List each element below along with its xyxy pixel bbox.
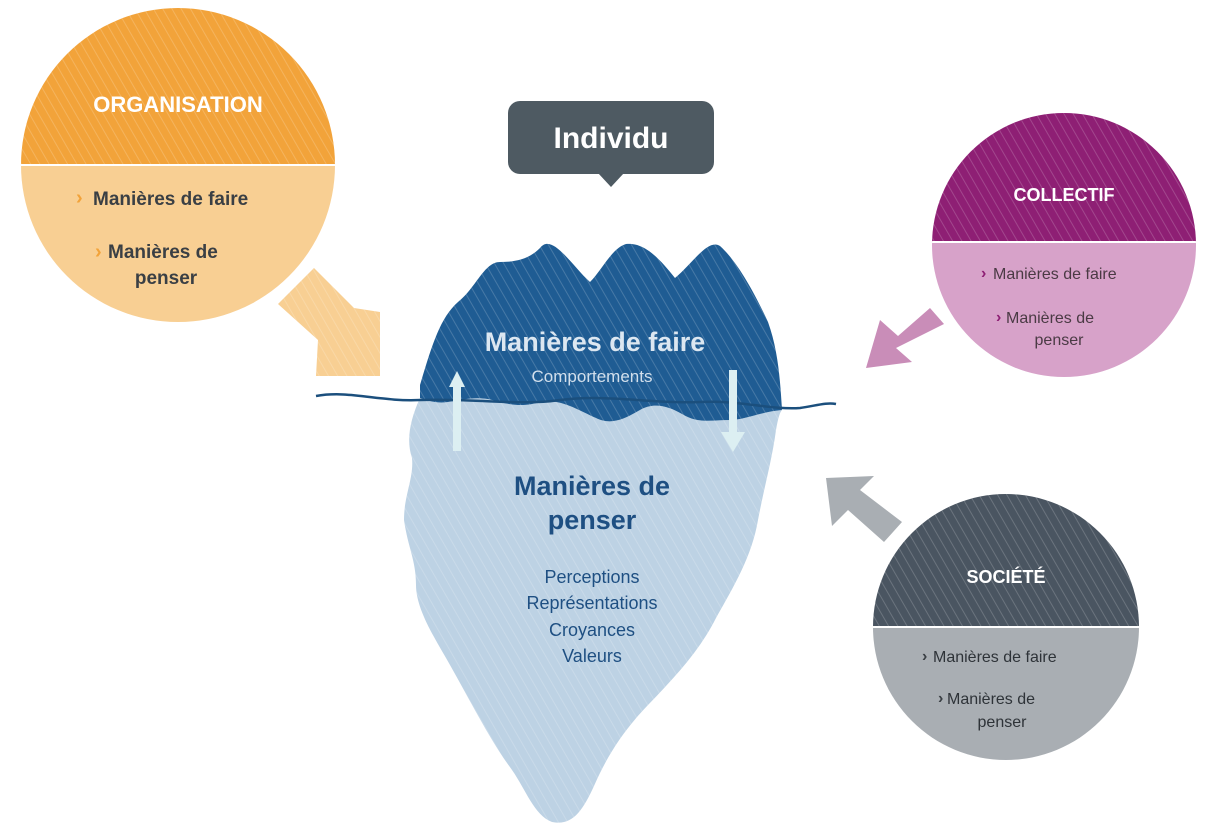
societe-title: SOCIÉTÉ [966, 566, 1045, 587]
societe-item-penser-line1: Manières de [947, 691, 1035, 708]
individu-label: Individu [554, 122, 669, 155]
iceberg-bottom-title-line2: penser [548, 505, 637, 535]
individu-bubble: Individu [508, 101, 714, 187]
iceberg-item: Représentations [526, 593, 657, 613]
organisation-item-penser-line1: Manières de [108, 242, 218, 263]
collectif-item-penser-line1: Manières de [1006, 310, 1094, 327]
collectif-item-penser-line2: penser [1035, 332, 1085, 349]
societe-bullet-icon: › [922, 648, 927, 665]
iceberg-top-title: Manières de faire [485, 327, 706, 357]
iceberg-top-subtitle: Comportements [532, 367, 653, 386]
up-arrow-icon [449, 371, 465, 451]
iceberg-underwater-hatch [404, 398, 782, 823]
iceberg-item: Croyances [549, 620, 635, 640]
societe-item-faire: Manières de faire [933, 649, 1057, 666]
down-arrow-icon [721, 370, 745, 452]
collectif-title: COLLECTIF [1014, 185, 1115, 205]
organisation-item-faire: Manières de faire [93, 189, 248, 210]
iceberg-bottom-title-line1: Manières de [514, 471, 670, 501]
iceberg: Manières de faire Comportements Manières… [315, 243, 837, 823]
societe-bullet-icon: › [938, 690, 943, 707]
collectif-arrow-icon [866, 308, 944, 368]
societe-arrow-icon [826, 476, 902, 542]
collectif-bullet-icon: › [996, 309, 1001, 326]
iceberg-item: Valeurs [562, 646, 622, 666]
organisation-item-penser-line2: penser [135, 268, 198, 289]
organisation-title: ORGANISATION [93, 92, 262, 117]
organisation-arrow-hatch [278, 268, 380, 376]
collectif-item-faire: Manières de faire [993, 266, 1117, 283]
collectif-bullet-icon: › [981, 265, 986, 282]
societe-circle [873, 494, 1139, 760]
iceberg-item: Perceptions [544, 567, 639, 587]
organisation-bullet-icon: › [95, 241, 102, 263]
water-line [315, 393, 837, 410]
societe-item-penser-line2: penser [978, 714, 1028, 731]
organisation-bullet-icon: › [76, 187, 83, 209]
